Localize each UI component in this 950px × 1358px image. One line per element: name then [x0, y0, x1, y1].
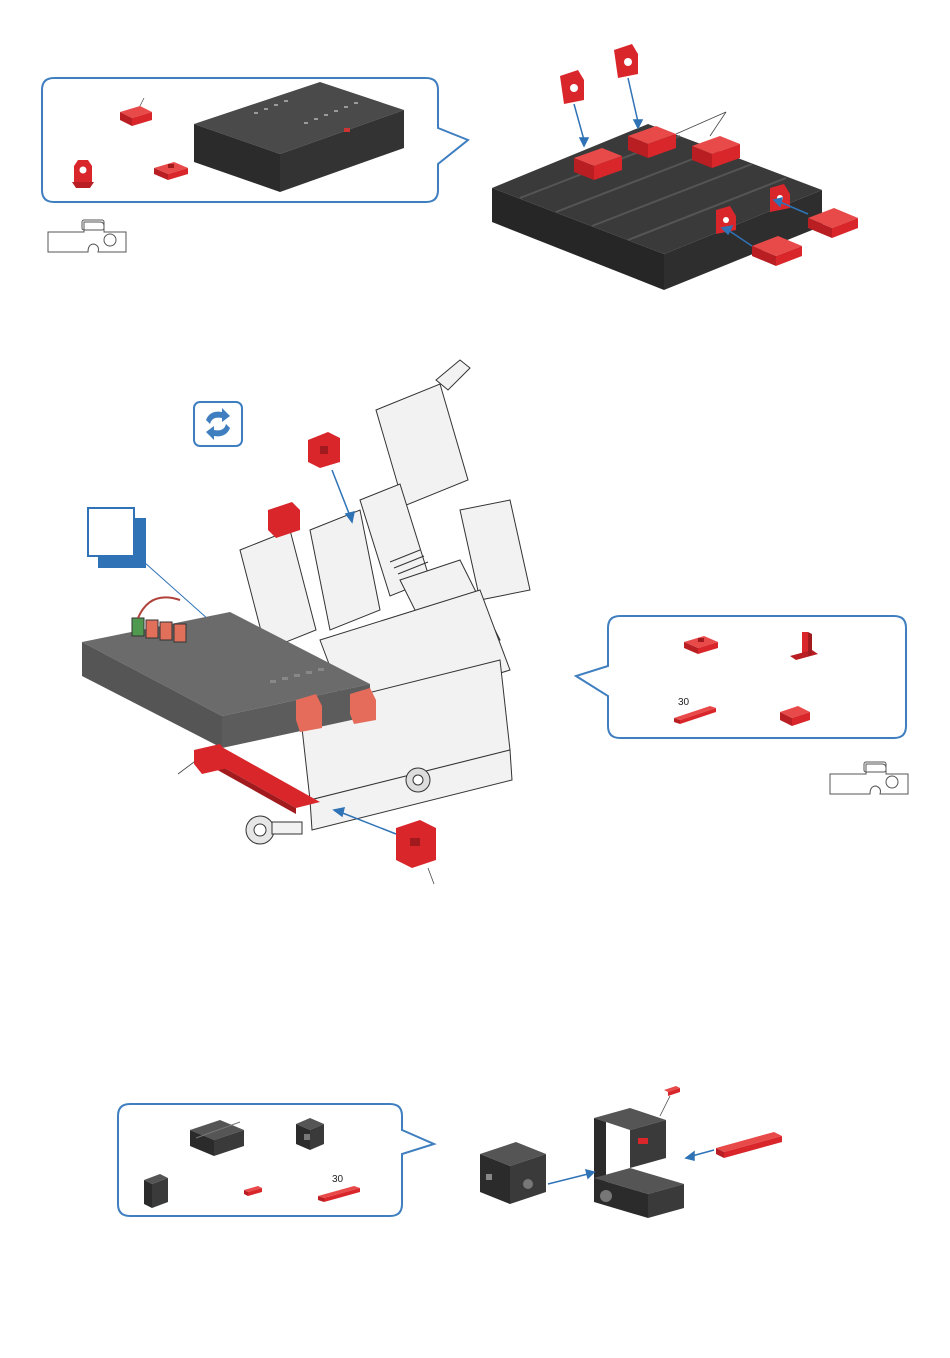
red-block-bottom: [396, 820, 436, 868]
assembly-step-3: [470, 1078, 810, 1238]
red-strip-loose: [716, 1132, 782, 1158]
strip-length-label: 30: [332, 1174, 344, 1185]
angle-block-loose-a: [560, 70, 584, 104]
baseplate-icon: [826, 758, 912, 798]
parts-callout-step-1: [38, 74, 473, 210]
red-connector-loose: [664, 1086, 680, 1096]
red-angle-controller-b: [350, 688, 376, 724]
parts-callout-step-2: 30: [572, 612, 912, 746]
strip-length-label: 30: [678, 697, 690, 708]
black-block-15-part: [296, 1118, 324, 1150]
red-angle-controller-a: [296, 694, 322, 732]
assembly-step-2: [60, 350, 580, 890]
red-block-top: [308, 432, 340, 468]
red-angle-top: [268, 502, 300, 538]
baseplate-icon: [44, 216, 130, 256]
black-block-left: [480, 1142, 546, 1204]
black-frame-right: [594, 1108, 684, 1218]
parts-callout-step-3: 30: [114, 1100, 438, 1224]
angle-block-part: [72, 160, 94, 188]
assembly-step-1: [480, 40, 880, 300]
black-block-5-part: [144, 1174, 168, 1208]
wheel: [246, 816, 302, 844]
angle-block-loose-b: [614, 44, 638, 78]
